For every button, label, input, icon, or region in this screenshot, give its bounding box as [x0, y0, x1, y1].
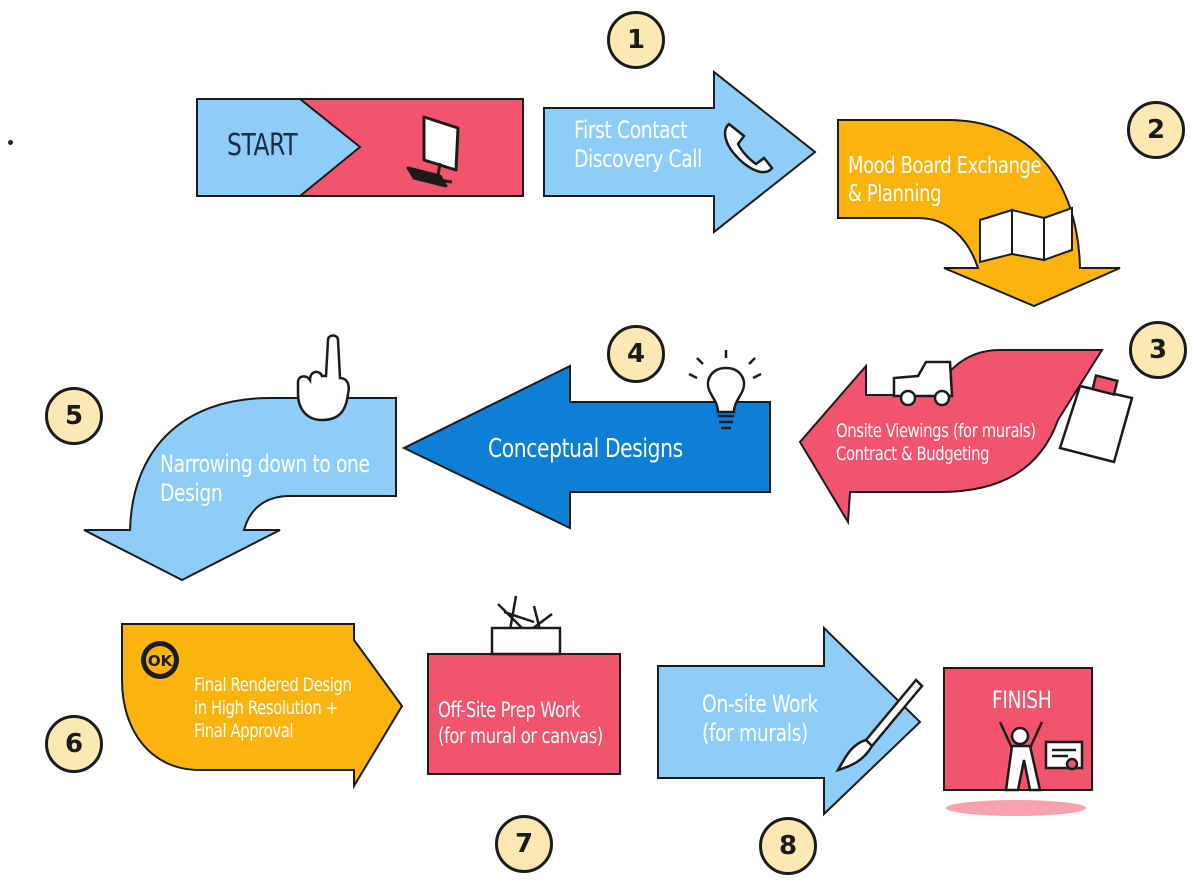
start-block — [196, 98, 524, 197]
step-badge-1: 1 — [607, 11, 665, 69]
ok-badge-icon: OK — [141, 641, 179, 679]
offsite-prep-box — [427, 653, 621, 775]
car-icon — [892, 360, 954, 407]
onsite-work-label: On-site Work (for murals) — [702, 690, 818, 749]
final-rendered-line-2: in High Resolution + — [194, 697, 338, 720]
narrowing-label: Narrowing down to one Design — [160, 450, 370, 509]
offsite-prep-label: Off-Site Prep Work (for mural or canvas) — [438, 698, 603, 749]
onsite-viewings-label: Onsite Viewings (for murals) Contract & … — [836, 420, 1036, 466]
narrowing-line-1: Narrowing down to one — [160, 450, 370, 478]
final-rendered-label: Final Rendered Design in High Resolution… — [194, 674, 352, 744]
paintbrush-icon — [835, 678, 924, 773]
person-celebrating-icon — [998, 721, 1044, 792]
mood-board-line-1: Mood Board Exchange — [848, 153, 1042, 179]
conceptual-designs-arrow — [401, 364, 771, 530]
onsite-viewings-line-2: Contract & Budgeting — [836, 443, 990, 466]
onsite-work-line-1: On-site Work — [702, 690, 818, 718]
step-badge-7: 7 — [495, 815, 553, 873]
phone-icon — [723, 122, 774, 174]
step-badge-5: 5 — [45, 387, 103, 445]
finish-label: FINISH — [992, 686, 1052, 714]
step-badge-4: 4 — [607, 325, 665, 383]
certificate-icon — [1044, 740, 1084, 771]
mood-board-line-2: & Planning — [848, 181, 942, 208]
toolbox-icon — [490, 595, 562, 656]
start-label: START — [227, 128, 298, 163]
offsite-prep-line-2: (for mural or canvas) — [438, 723, 603, 748]
narrowing-arrow — [83, 397, 397, 582]
pointing-hand-icon — [296, 334, 350, 422]
offsite-prep-line-1: Off-Site Prep Work — [438, 698, 581, 722]
step-badge-6: 6 — [45, 715, 103, 773]
final-rendered-line-3: Final Approval — [194, 720, 294, 743]
clipboard-icon — [1058, 374, 1134, 464]
narrowing-line-2: Design — [160, 479, 223, 508]
computer-icon — [406, 115, 460, 188]
conceptual-designs-label: Conceptual Designs — [488, 434, 683, 464]
first-contact-label: First Contact Discovery Call — [574, 116, 702, 175]
step-badge-8: 8 — [759, 817, 817, 875]
ok-badge-text: OK — [148, 652, 174, 670]
finish-shadow — [946, 800, 1086, 816]
final-rendered-arrow — [121, 623, 404, 790]
stray-dot — [8, 140, 13, 145]
first-contact-line-2: Discovery Call — [574, 145, 702, 174]
mood-board-label: Mood Board Exchange & Planning — [848, 152, 1042, 208]
onsite-work-arrow — [657, 625, 922, 817]
first-contact-line-1: First Contact — [574, 116, 688, 144]
first-contact-arrow — [543, 69, 817, 235]
onsite-viewings-arrow — [798, 349, 1104, 526]
final-rendered-line-1: Final Rendered Design — [194, 674, 352, 696]
map-icon — [979, 206, 1073, 264]
lightbulb-icon — [688, 350, 762, 430]
step-badge-3: 3 — [1129, 321, 1187, 379]
mood-board-arrow — [837, 119, 1121, 308]
step-badge-2: 2 — [1127, 101, 1185, 159]
onsite-viewings-line-1: Onsite Viewings (for murals) — [836, 420, 1036, 442]
onsite-work-line-2: (for murals) — [702, 719, 808, 748]
